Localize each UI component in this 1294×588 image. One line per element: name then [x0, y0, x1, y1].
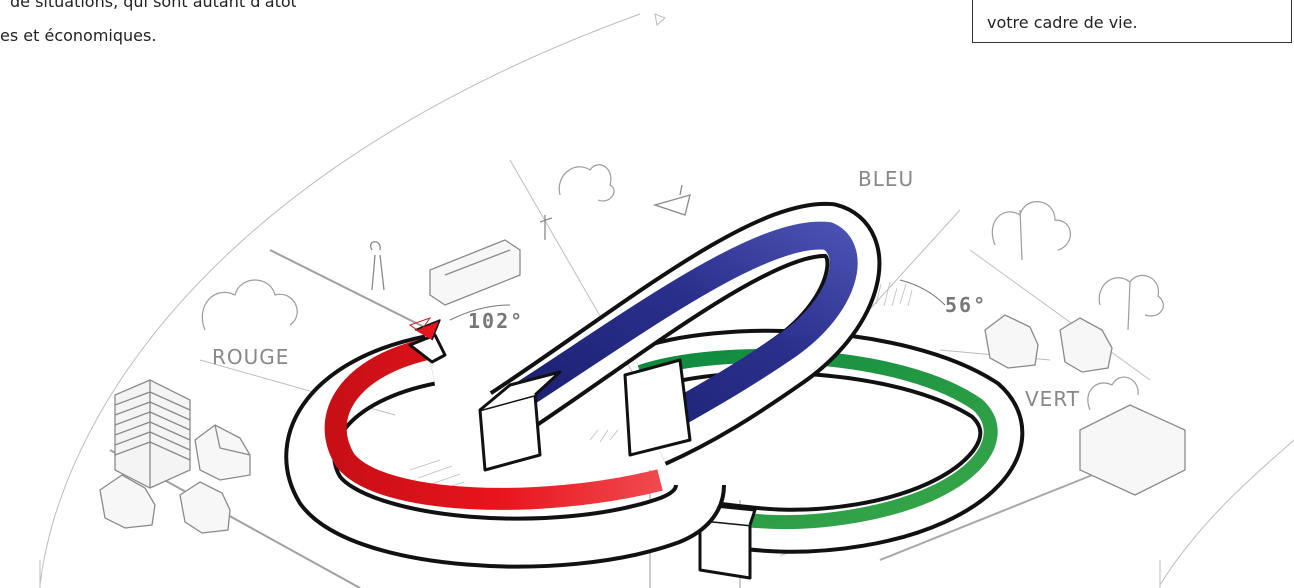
intro-line-2: es et économiques. [0, 26, 157, 45]
pencil-overlay [408, 279, 946, 333]
tree-sketches [201, 164, 1164, 411]
label-vert: VERT [1025, 387, 1080, 411]
building-sketches [99, 184, 1186, 534]
label-angle-right: 56° [945, 293, 987, 317]
green-ring [631, 328, 1025, 580]
callout-box: votre cadre de vie. [972, 0, 1292, 43]
intro-line-1: de situations, qui sont autant d'atouts [10, 0, 296, 11]
label-bleu: BLEU [858, 167, 914, 191]
callout-text: votre cadre de vie. [987, 13, 1138, 32]
blue-ring [478, 201, 882, 472]
label-rouge: ROUGE [212, 345, 289, 369]
label-angle-left: 102° [468, 309, 524, 333]
red-ring [284, 319, 726, 569]
